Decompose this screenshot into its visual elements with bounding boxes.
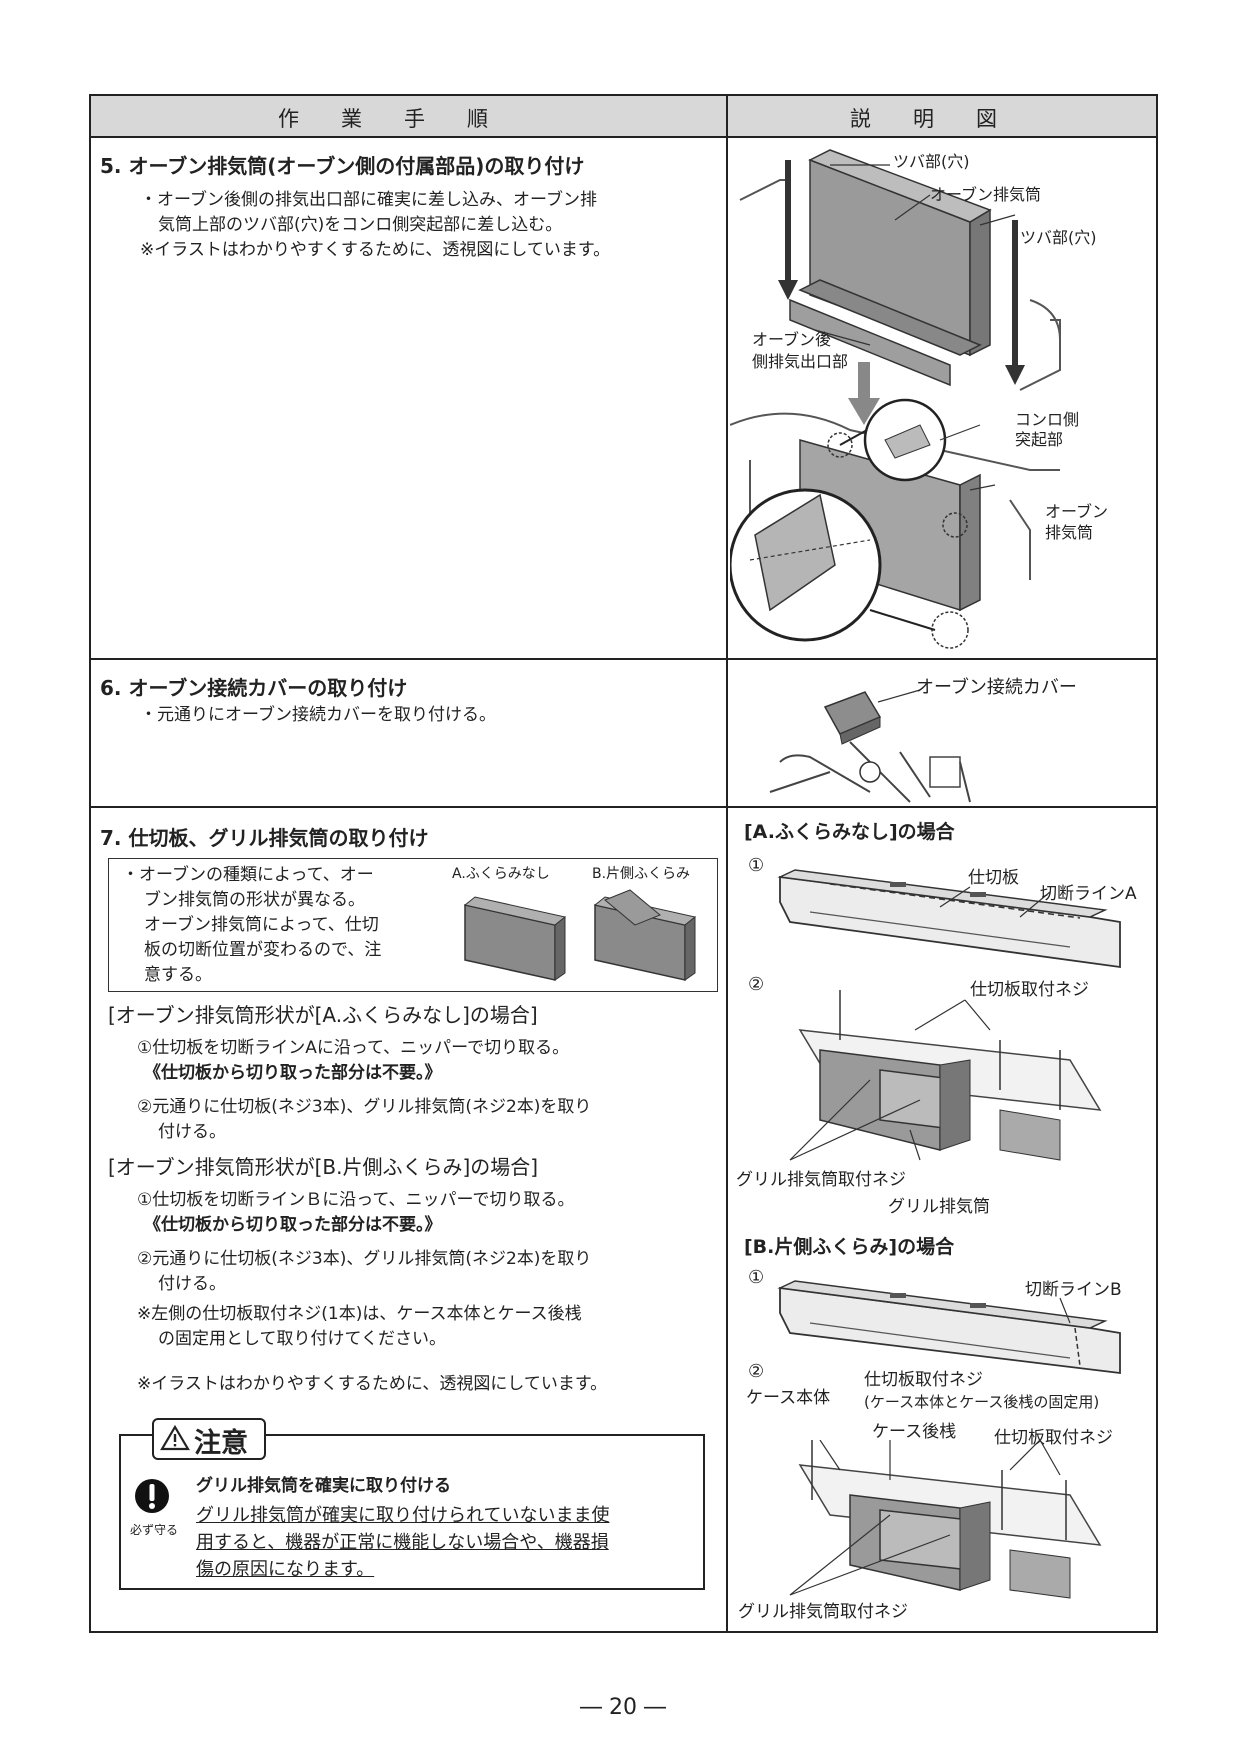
assembly-b-illustration	[789, 1440, 1102, 1599]
label-a2-grill-screw: グリル排気筒取付ネジ	[736, 1170, 906, 1190]
right-b2-num: ②	[748, 1361, 765, 1382]
caution-line2: 用すると、機器が正常に機能しない場合や、機器損	[196, 1532, 609, 1553]
frame-middle	[726, 94, 728, 1633]
warning-icon	[160, 1425, 190, 1451]
must-follow-icon	[135, 1479, 169, 1513]
frame-header-bottom	[89, 136, 1158, 138]
table-header-bg	[90, 95, 1157, 137]
frame-row5-bottom	[89, 658, 1158, 660]
step5-title: 5. オーブン排気筒(オーブン側の付属部品)の取り付け	[100, 154, 585, 178]
caseB-3a: ※左側の仕切板取付ネジ(1本)は、ケース本体とケース後桟	[137, 1304, 582, 1324]
label-b2-case: ケース本体	[746, 1388, 831, 1408]
must-follow-label: 必ず守る	[130, 1523, 179, 1537]
right-a1-num: ①	[748, 855, 765, 876]
assembly-a-illustration	[789, 990, 1102, 1161]
frame-top	[89, 94, 1158, 96]
right-b1-num: ①	[748, 1267, 765, 1288]
frame-right	[1156, 94, 1158, 1633]
label-a1-partition: 仕切板	[968, 868, 1019, 888]
step6-title: 6. オーブン接続カバーの取り付け	[100, 676, 408, 700]
caseA-title: [オーブン排気筒形状が[A.ふくらみなし]の場合]	[108, 1003, 538, 1027]
label-outlet-line1: オーブン後	[752, 330, 832, 349]
caseA-1: ①仕切板を切断ラインAに沿って、ニッパーで切り取る。	[137, 1038, 570, 1058]
label-stove-line1: コンロ側	[1015, 410, 1080, 429]
oven-cover-illustration	[769, 689, 971, 803]
caseA-2a: ②元通りに仕切板(ネジ3本)、グリル排気筒(ネジ2本)を取り	[137, 1097, 592, 1117]
box-label-b: B.片側ふくらみ	[592, 866, 691, 882]
caseB-1b: 《仕切板から切り取った部分は不要。》	[144, 1215, 442, 1235]
step5-bullet-line1: ・オーブン後側の排気出口部に確実に差し込み、オーブン排	[140, 190, 597, 210]
partition-b-illustration	[777, 1280, 1121, 1375]
oven-duct-illustration	[730, 149, 1061, 649]
label-duct2-line1: オーブン	[1045, 502, 1109, 521]
label-duct2-line2: 排気筒	[1045, 523, 1094, 542]
caseA-1b: 《仕切板から切り取った部分は不要。》	[144, 1063, 442, 1083]
label-b2-screw: 仕切板取付ネジ	[994, 1428, 1113, 1448]
box-line5: 意する。	[144, 965, 212, 985]
caseB-1: ①仕切板を切断ラインＢに沿って、ニッパーで切り取る。	[137, 1190, 575, 1210]
caseB-2a: ②元通りに仕切板(ネジ3本)、グリル排気筒(ネジ2本)を取り	[137, 1249, 592, 1269]
duct-shapes-illustration	[463, 889, 697, 981]
frame-left	[89, 94, 91, 1633]
label-b1-cutline: 切断ラインB	[1025, 1280, 1122, 1300]
partition-a-illustration	[777, 869, 1121, 969]
caseB-2b: 付ける。	[158, 1274, 226, 1294]
caseB-3b: の固定用として取り付けてください。	[158, 1329, 446, 1349]
caution-box	[119, 1434, 705, 1590]
caution-title-box	[152, 1418, 266, 1460]
right-b-title: [B.片側ふくらみ]の場合	[744, 1236, 955, 1258]
label-flange-hole-1: ツバ部(穴)	[893, 152, 970, 171]
right-a-title: [A.ふくらみなし]の場合	[744, 821, 955, 843]
caseB-title: [オーブン排気筒形状が[B.片側ふくらみ]の場合]	[108, 1155, 539, 1179]
right-a2-num: ②	[748, 974, 765, 995]
box-line2: ブン排気筒の形状が異なる。	[144, 890, 365, 910]
header-procedure: 作 業 手 順	[278, 107, 488, 131]
label-b2-screw-fix2: (ケース本体とケース後桟の固定用)	[864, 1393, 1100, 1411]
info-box	[108, 858, 718, 992]
box-line4: 板の切断位置が変わるので、注	[144, 940, 382, 960]
step6-bullet: ・元通りにオーブン接続カバーを取り付ける。	[140, 705, 496, 725]
label-b2-rear: ケース後桟	[872, 1422, 957, 1442]
label-a2-screw: 仕切板取付ネジ	[970, 980, 1089, 1000]
step5-note: ※イラストはわかりやすくするために、透視図にしています。	[140, 240, 611, 260]
label-outlet-line2: 側排気出口部	[752, 352, 849, 371]
box-line1: ・オーブンの種類によって、オー	[122, 865, 374, 885]
step5-bullet-line2: 気筒上部のツバ部(穴)をコンロ側突起部に差し込む。	[158, 215, 563, 235]
label-stove-line2: 突起部	[1015, 430, 1064, 449]
label-flange-hole-2: ツバ部(穴)	[1020, 228, 1097, 247]
label-a1-cutline: 切断ラインA	[1040, 884, 1137, 904]
label-oven-duct: オーブン排気筒	[930, 185, 1042, 204]
caution-line1: グリル排気筒が確実に取り付けられていないまま使	[196, 1505, 610, 1526]
label-oven-cover: オーブン接続カバー	[916, 677, 1077, 698]
box-label-a: A.ふくらみなし	[452, 866, 550, 882]
label-b2-screw-fix1: 仕切板取付ネジ	[864, 1370, 983, 1390]
label-b2-grill-screw: グリル排気筒取付ネジ	[738, 1602, 908, 1622]
caution-line3: 傷の原因になります。	[196, 1559, 375, 1580]
frame-bottom	[89, 1631, 1158, 1633]
label-a2-grill-duct: グリル排気筒	[888, 1197, 990, 1217]
frame-row6-bottom	[89, 806, 1158, 808]
caution-heading: グリル排気筒を確実に取り付ける	[196, 1476, 451, 1496]
step7-title: 7. 仕切板、グリル排気筒の取り付け	[100, 826, 429, 850]
caution-title: 注意	[194, 1428, 248, 1459]
header-diagram: 説 明 図	[850, 107, 997, 131]
page-number: ― 20 ―	[580, 1695, 666, 1720]
step7-note: ※イラストはわかりやすくするために、透視図にしています。	[137, 1374, 608, 1394]
caseA-2b: 付ける。	[158, 1122, 226, 1142]
box-line3: オーブン排気筒によって、仕切	[144, 915, 379, 935]
